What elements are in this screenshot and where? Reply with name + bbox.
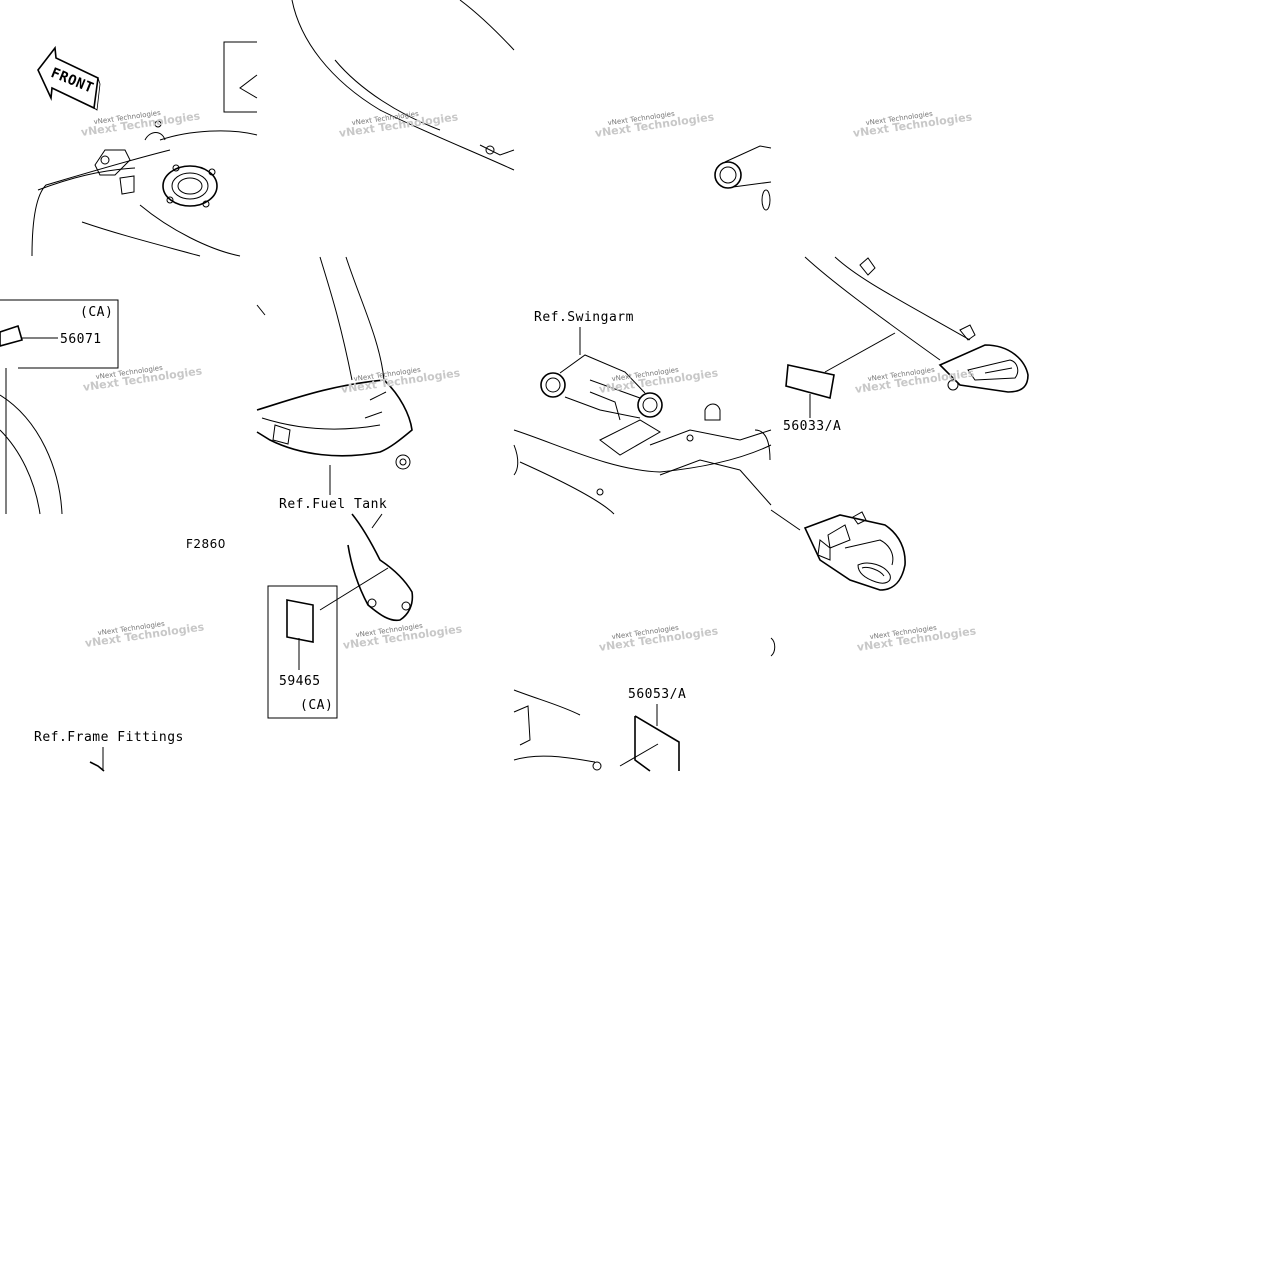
watermark: vNext Technologies vNext Technologies — [84, 620, 205, 650]
tile-label-56071: (CA) 56071 — [0, 299, 119, 515]
tile-swingarm-end — [770, 509, 906, 657]
tile-label-56033A: 56033/A — [783, 256, 1029, 434]
tile-frame-fittings: Ref.Frame Fittings — [34, 730, 184, 772]
watermark: vNext Technologies vNext Technologies — [854, 366, 975, 396]
front-arrow-label: FRONT — [48, 65, 95, 97]
watermarks: vNext Technologies vNext Technologies vN… — [80, 109, 977, 654]
tile-fuel-tank-top: FRONT — [31, 41, 258, 257]
tile-label-56053A: 56053/A — [513, 687, 686, 772]
tile-tank-side — [291, 0, 515, 171]
tile-pivot-tube — [714, 145, 772, 211]
watermark: vNext Technologies vNext Technologies — [856, 624, 977, 654]
part-variant-59465: (CA) — [300, 698, 333, 713]
figure-code: F2860 — [186, 537, 226, 551]
watermark: vNext Technologies vNext Technologies — [340, 366, 461, 396]
watermark: vNext Technologies vNext Technologies — [594, 110, 715, 140]
watermark: vNext Technologies vNext Technologies — [338, 110, 459, 140]
part-number-59465[interactable]: 59465 — [279, 674, 321, 689]
watermark: vNext Technologies vNext Technologies — [82, 364, 203, 394]
ref-fuel-tank[interactable]: Ref.Fuel Tank — [279, 497, 387, 512]
watermark: vNext Technologies vNext Technologies — [852, 110, 973, 140]
tile-swingarm: Ref.Swingarm — [513, 310, 772, 515]
part-number-56033A[interactable]: 56033/A — [783, 419, 841, 434]
watermark: vNext Technologies vNext Technologies — [342, 622, 463, 652]
tile-fuel-tank-rear: Ref.Fuel Tank — [256, 256, 413, 512]
ref-frame-fittings[interactable]: Ref.Frame Fittings — [34, 730, 184, 745]
watermark: vNext Technologies vNext Technologies — [598, 624, 719, 654]
part-number-56053A[interactable]: 56053/A — [628, 687, 686, 702]
tile-label-59465: 59465 (CA) — [267, 513, 414, 719]
front-arrow-icon: FRONT — [37, 45, 101, 111]
ref-swingarm[interactable]: Ref.Swingarm — [534, 310, 634, 325]
tile-figure-code: F2860 — [186, 537, 226, 551]
part-number-56071[interactable]: 56071 — [60, 332, 102, 347]
watermark: vNext Technologies vNext Technologies — [598, 366, 719, 396]
part-variant-56071: (CA) — [80, 305, 113, 320]
